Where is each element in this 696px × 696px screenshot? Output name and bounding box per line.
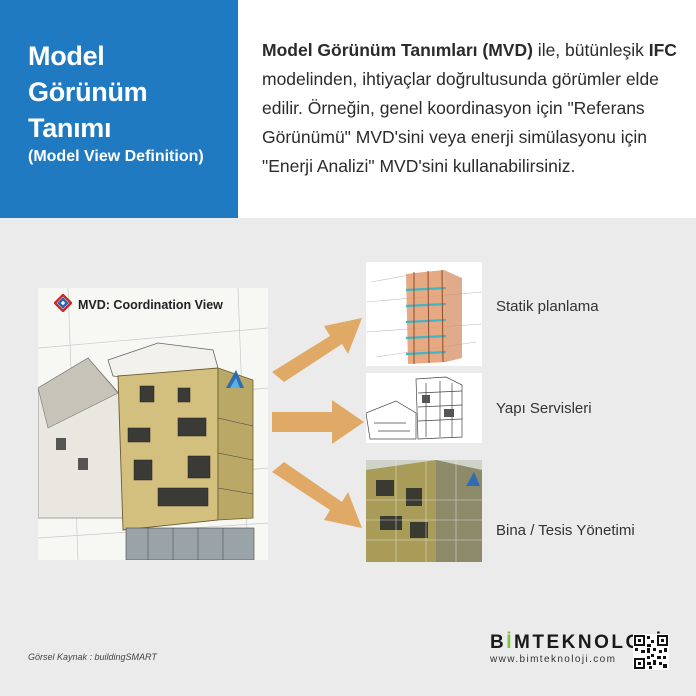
desc-part: ile, bütünleşik (532, 40, 649, 60)
qr-code-icon[interactable] (633, 634, 669, 670)
brand-name-b: B (490, 632, 507, 653)
brand-name-i: İ (506, 632, 515, 653)
brand-name: BİMTEKNOLOJİ (490, 632, 664, 654)
output-label-services: Yapı Servisleri (496, 400, 592, 417)
mvd-source-label: MVD: Coordination View (53, 293, 223, 315)
desc-mvd: Model Görünüm Tanımları (MVD) (262, 40, 533, 60)
brand-logo[interactable]: BİMTEKNOLOJİ www.bimteknoloji.com (490, 632, 664, 665)
structural-view-image (366, 262, 482, 366)
title-line-2: Görünüm (28, 77, 148, 107)
services-view-image (366, 373, 482, 443)
facility-view-image (366, 460, 482, 562)
output-label-structural: Statik planlama (496, 298, 599, 315)
brand-url[interactable]: www.bimteknoloji.com (490, 654, 617, 665)
arrow-right-icon (272, 318, 362, 382)
title-line-3: Tanımı (28, 113, 112, 143)
header-section: Model Görünüm Tanımı (Model View Definit… (0, 0, 696, 218)
brand-name-rest: MTEKNOLOJİ (514, 632, 664, 653)
title-subtitle: (Model View Definition) (28, 148, 204, 165)
arrow-right-icon (272, 400, 364, 444)
output-label-facility: Bina / Tesis Yönetimi (496, 522, 635, 539)
buildingsmart-logo-icon (53, 293, 73, 315)
image-credit: Görsel Kaynak : buildingSMART (28, 652, 157, 662)
desc-ifc: IFC (648, 40, 677, 60)
coordination-view-image (38, 288, 268, 560)
flow-arrows (272, 318, 364, 528)
title-line-1: Model (28, 41, 105, 71)
description-text: Model Görünüm Tanımları (MVD) ile, bütün… (262, 36, 682, 181)
mvd-source-text: MVD: Coordination View (78, 297, 223, 312)
desc-rest: modelinden, ihtiyaçlar doğrultusunda gör… (262, 69, 659, 176)
title-panel: Model Görünüm Tanımı (Model View Definit… (0, 0, 238, 218)
arrow-right-icon (272, 462, 362, 528)
